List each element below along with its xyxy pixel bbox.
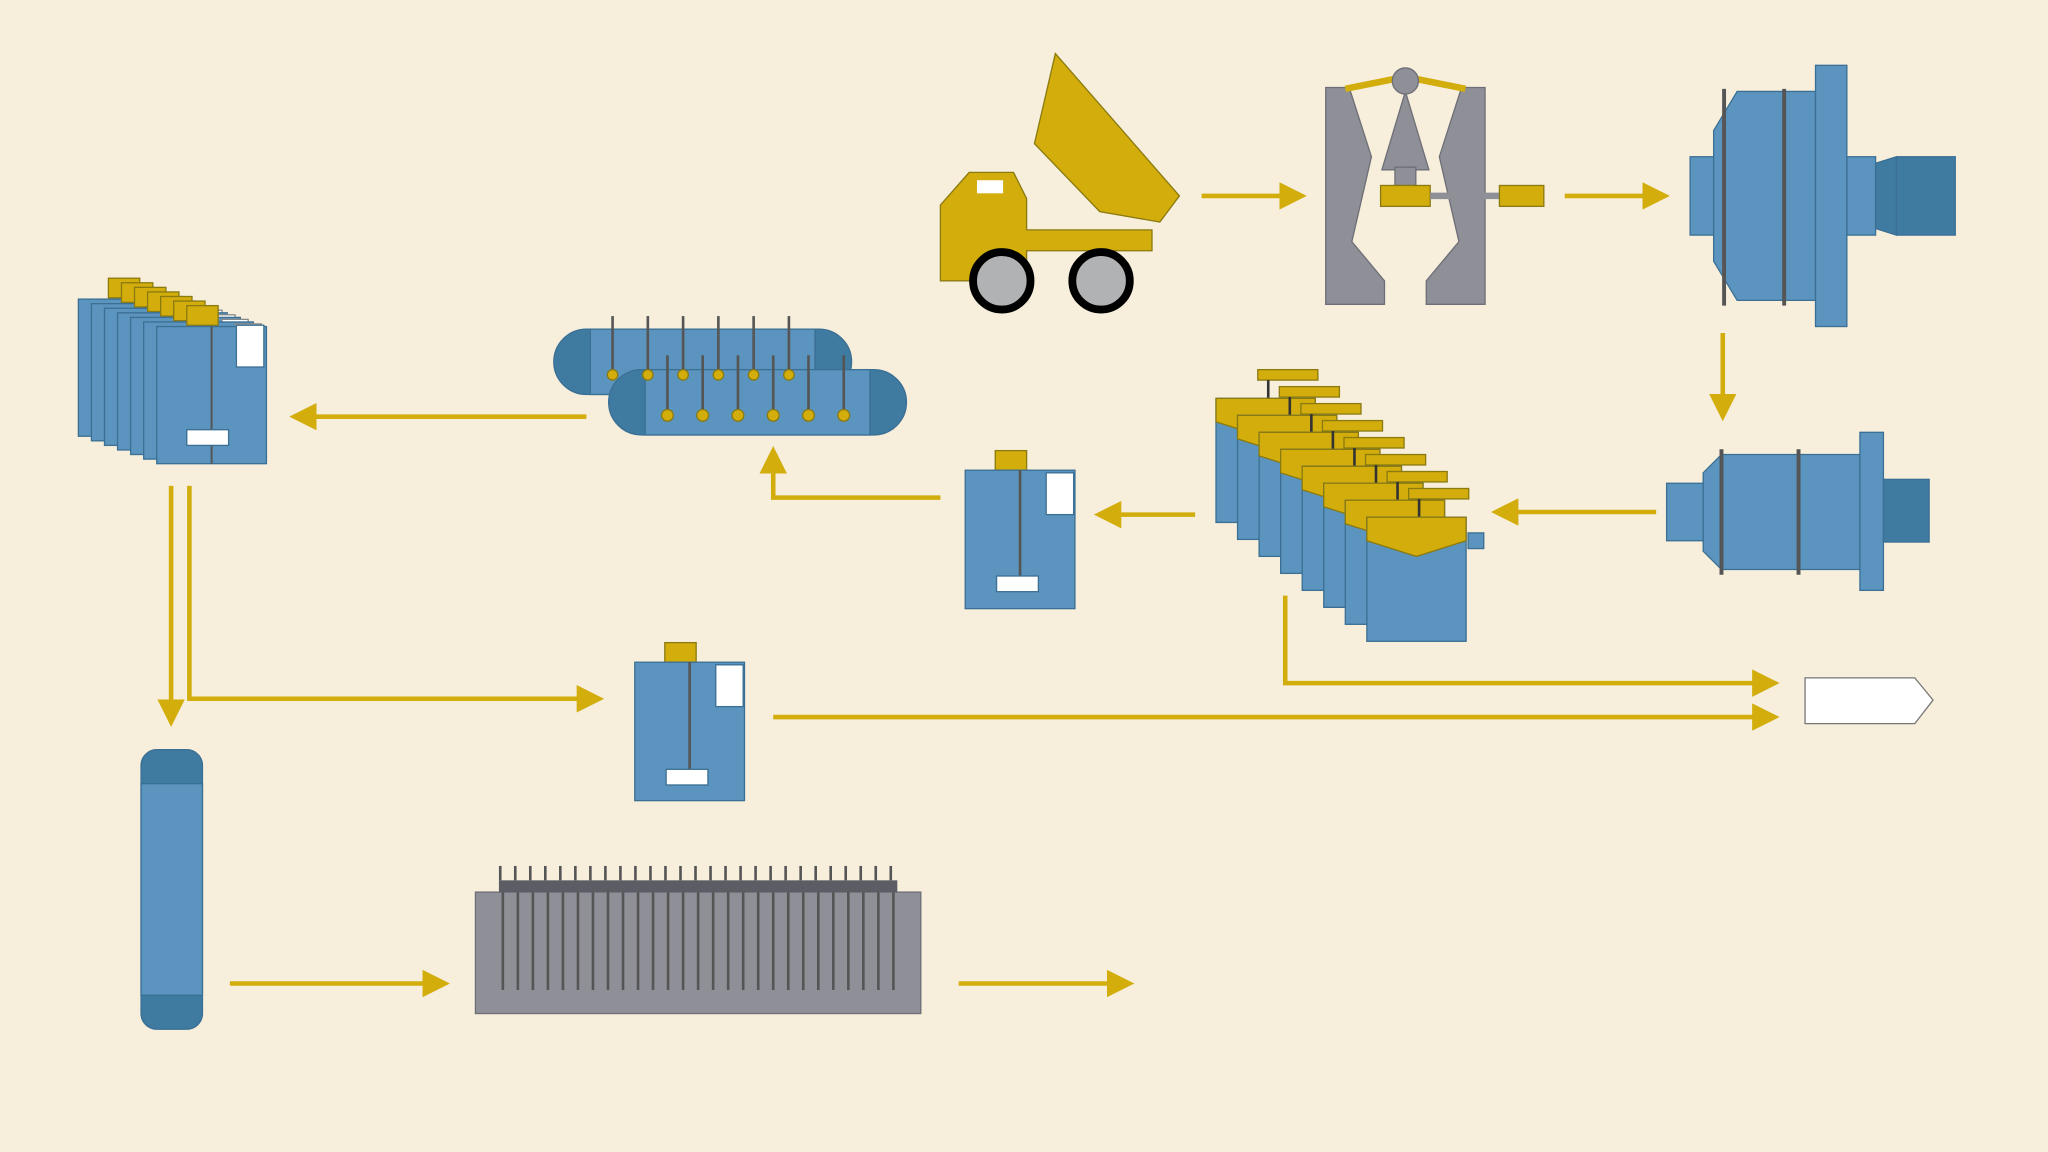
feed-tank-icon xyxy=(634,641,746,802)
dump-truck-icon xyxy=(939,52,1181,314)
flotation-outlet xyxy=(1467,532,1485,550)
electrowinning-cell-icon xyxy=(474,865,922,1015)
regrind-mill-icon xyxy=(1665,431,1930,592)
arrow-leach-to-feedtank xyxy=(187,485,605,713)
leach-tanks-icon xyxy=(77,277,268,465)
thickener-icon xyxy=(553,316,908,436)
ball-mill-icon xyxy=(1689,64,1956,328)
flotation-cells-icon xyxy=(1215,368,1485,642)
conditioning-tank-icon xyxy=(964,449,1076,610)
flotation-cell xyxy=(1366,487,1470,642)
arrow-tank-to-thickener xyxy=(759,446,941,500)
arrow-flotation-tails xyxy=(1282,595,1780,697)
flow-arrows xyxy=(157,182,1780,998)
jaw-crusher-icon xyxy=(1325,67,1545,305)
elution-column-icon xyxy=(140,749,204,1030)
product-output-icon xyxy=(1804,677,1934,725)
